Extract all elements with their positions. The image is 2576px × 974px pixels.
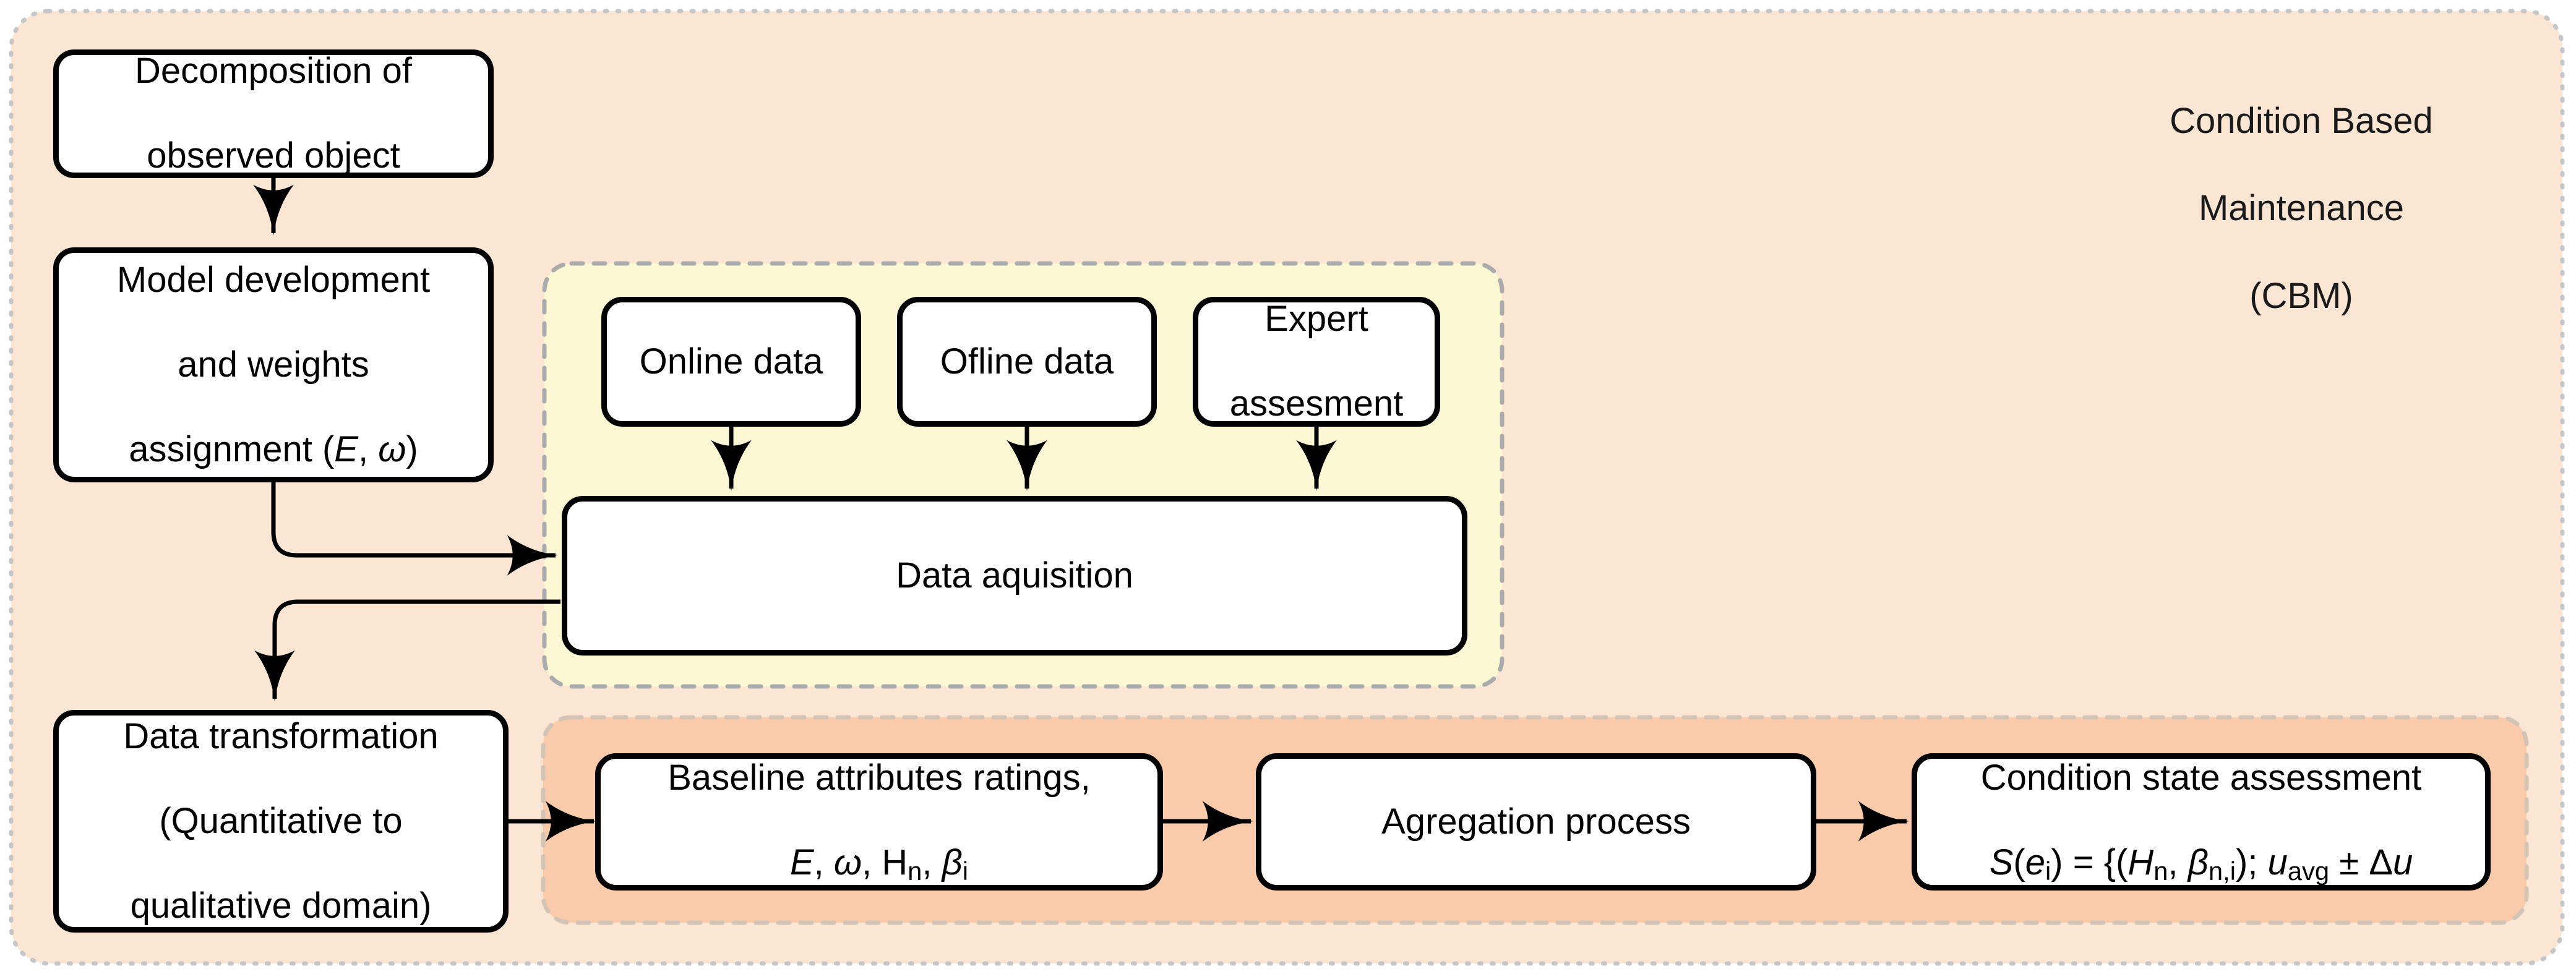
model-prefix: assignment ( [129,429,335,469]
condition-symbol-u: u [2267,842,2288,883]
node-online-data-label: Online data [639,341,823,382]
condition-symbol-S: S [1989,842,2014,883]
condition-symbol-u2: u [2392,842,2413,883]
node-baseline-attributes[interactable]: Baseline attributes ratings, E, ω, Hn, β… [595,753,1163,891]
condition-equals: ) = {( [2051,842,2128,883]
model-symbol-E: E [334,429,358,469]
node-condition-line-1: Condition state assessment [1980,758,2422,798]
baseline-comma-3: , [922,842,942,883]
edge-model-to-acquisition [271,482,559,576]
node-condition-state-assessment[interactable]: Condition state assessment S(ei) = {(Hn,… [1912,753,2491,891]
cbm-title: Condition Based Maintenance (CBM) [2147,56,2456,362]
model-suffix: ) [406,429,418,469]
condition-delta: Δ [2369,842,2393,883]
node-ofline-data-label: Ofline data [940,341,1114,382]
condition-symbol-H-subscript: n [2153,857,2168,886]
edge-acquisition-to-transformation [254,599,560,702]
node-model-line-2: and weights [178,344,369,385]
baseline-comma-1: , [814,842,834,883]
cbm-title-line-3: (CBM) [2249,275,2353,316]
condition-plus-minus: ± [2329,842,2369,883]
node-agregation-process-label: Agregation process [1381,801,1691,842]
condition-symbol-e-subscript: i [2045,857,2051,886]
model-symbol-omega: ω [378,429,406,469]
node-baseline-line-2: E, ω, Hn, βi [668,842,1090,886]
node-data-transformation[interactable]: Data transformation (Quantitative to qua… [53,710,509,933]
node-model-line-3: assignment (E, ω) [117,429,430,471]
baseline-symbol-beta-subscript: i [962,857,969,886]
node-expert-line-1: Expert [1264,299,1368,340]
node-transformation-line-3: qualitative domain) [130,885,432,926]
baseline-symbol-H-subscript: n [908,857,922,886]
condition-symbol-u-subscript: avg [2287,857,2330,886]
condition-separator-1: , [2168,842,2188,883]
node-ofline-data[interactable]: Ofline data [897,297,1157,427]
node-transformation-line-2: (Quantitative to [159,800,403,841]
node-data-aquisition[interactable]: Data aquisition [562,496,1467,656]
node-model-development[interactable]: Model development and weights assignment… [53,247,494,482]
node-expert-assesment[interactable]: Expert assesment [1193,297,1440,427]
baseline-comma-2: , [862,842,882,883]
baseline-symbol-beta: β [942,842,963,883]
node-data-aquisition-label: Data aquisition [896,555,1133,596]
condition-symbol-beta: β [2187,842,2209,883]
node-decomposition[interactable]: Decomposition of observed object [53,49,494,178]
node-online-data[interactable]: Online data [601,297,861,427]
model-comma: , [358,429,379,469]
node-expert-line-2: assesment [1229,383,1404,424]
baseline-symbol-omega: ω [833,842,862,883]
node-decomposition-line-2: observed object [147,135,400,176]
cbm-title-line-1: Condition Based [2170,100,2433,141]
node-decomposition-line-1: Decomposition of [134,51,413,92]
node-transformation-line-1: Data transformation [123,716,439,756]
node-agregation-process[interactable]: Agregation process [1256,753,1816,891]
condition-open-paren: ( [2013,842,2025,883]
baseline-symbol-H: H [882,842,908,883]
baseline-symbol-E: E [789,842,814,883]
cbm-title-line-2: Maintenance [2198,188,2405,229]
node-model-line-1: Model development [116,259,431,300]
node-baseline-line-1: Baseline attributes ratings, [668,758,1091,798]
condition-symbol-H: H [2127,842,2154,883]
node-condition-line-2: S(ei) = {(Hn, βn,i); uavg ± Δu [1981,842,2421,886]
condition-separator-2: ); [2236,842,2268,883]
condition-symbol-e: e [2025,842,2046,883]
condition-symbol-beta-subscript: n,i [2208,857,2236,886]
